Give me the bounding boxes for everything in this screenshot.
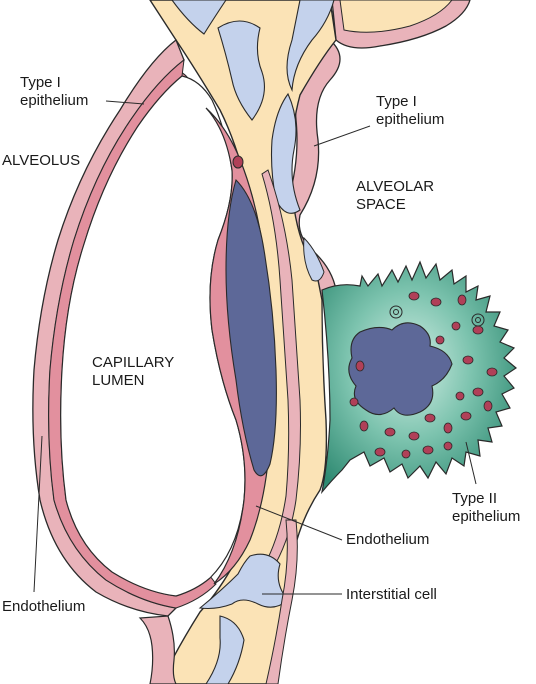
leader-endothelium-right [255,505,343,541]
type2-nucleus [348,322,453,416]
upper-right-wall-tan [339,0,453,33]
lamellar-granules [349,291,498,459]
label-alveolus: ALVEOLUS [2,152,81,169]
label-type2-epithelium: Type II epithelium [452,490,521,525]
leader-type1-left [105,100,145,105]
lower-left-wall [138,615,177,684]
leader-type1-right [313,125,371,147]
label-type1-epithelium-left: Type I epithelium [20,74,89,109]
leader-endothelium-left [33,435,43,593]
label-capillary-lumen: CAPILLARY LUMEN [92,354,175,389]
lower-right-wall [265,519,298,684]
label-alveolar-space: ALVEOLAR SPACE [356,178,435,213]
leader-type2 [465,441,477,485]
interstitial-blue-top-center [217,20,265,121]
type2-vesicles [389,305,485,327]
interstitial-blue-top-left [171,0,227,35]
interstitial-blue-mid [270,92,301,214]
endothelial-nucleus [225,178,277,477]
endothelial-small-organelle [232,155,244,169]
lower-blue-strip [205,615,245,684]
interstitial-blue-right-strip [303,236,325,282]
label-endothelium-left: Endothelium [2,598,86,615]
leader-lines [33,100,477,595]
lower-interstitial-cell [198,553,289,610]
label-type1-epithelium-right: Type I epithelium [376,93,445,128]
interstitial-blue-top-right [286,0,335,93]
label-interstitial-cell: Interstitial cell [346,586,437,603]
label-endothelium-right: Endothelium [346,531,430,548]
